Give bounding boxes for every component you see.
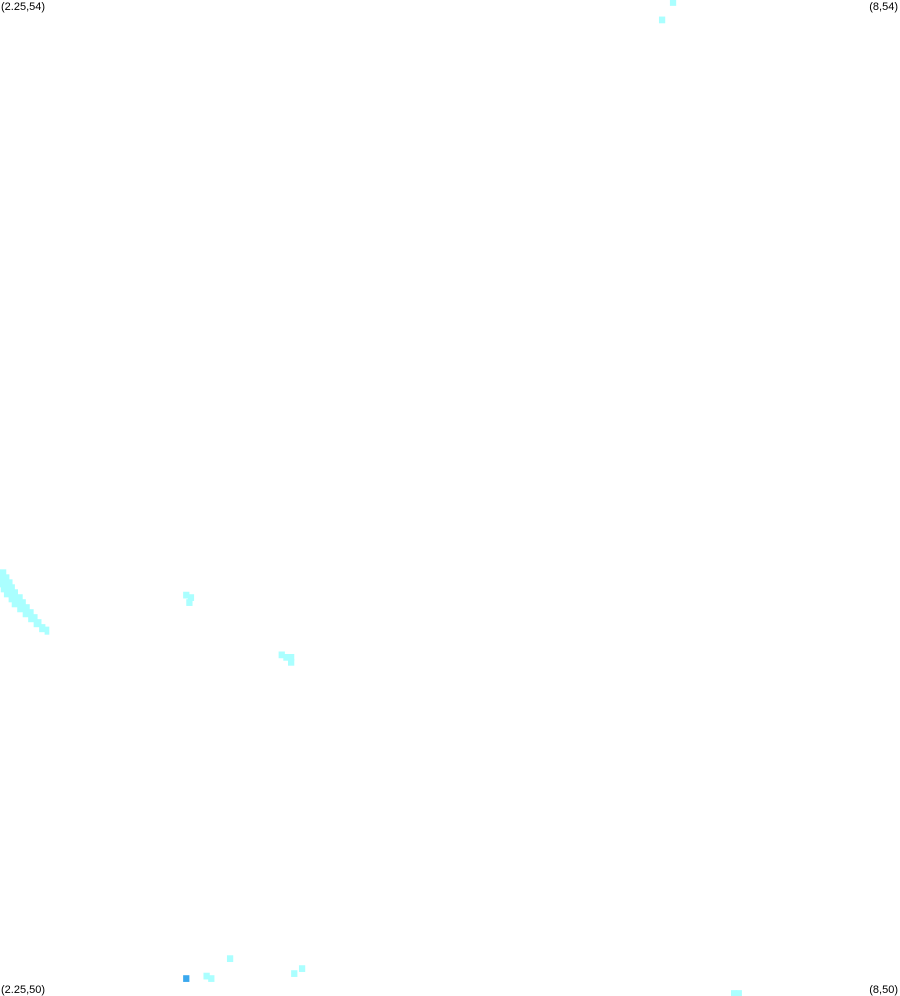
heatmap-band-cell-6 (11, 599, 26, 608)
heatmap-band-cell-1 (0, 574, 10, 583)
heatmap-band-cell-12 (44, 626, 50, 635)
heatmap-cell-3 (187, 594, 195, 601)
heatmap-band-cell-0 (0, 569, 7, 578)
heatmap-cell-1 (658, 16, 666, 24)
corner-label-top-left: (2.25,54) (1, 1, 46, 13)
heatmap-cell-6 (283, 653, 290, 661)
corner-label-bottom-left: (2.25,50) (1, 984, 46, 996)
heatmap-band-cell-11 (39, 624, 46, 633)
heatmap-band-cell-10 (33, 619, 42, 628)
heatmap-band-cell-4 (3, 589, 18, 598)
heatmap-band-cell-7 (17, 604, 30, 613)
heatmap-cell-4 (186, 599, 193, 606)
heatmap-band-cell-2 (0, 579, 13, 588)
heatmap-cell-7 (288, 653, 295, 661)
heatmap-cell-14 (183, 975, 190, 982)
heatmap-cell-11 (291, 970, 298, 977)
heatmap-cell-8 (288, 658, 295, 666)
heatmap-cell-2 (183, 591, 190, 599)
heatmap-cell-16 (735, 990, 742, 996)
heatmap-cell-10 (298, 965, 306, 972)
heatmap-cell-15 (730, 990, 738, 996)
heatmap-band-cell-3 (0, 584, 15, 593)
heatmap-cell-9 (226, 955, 234, 963)
heatmap-band-cell-8 (22, 609, 34, 618)
heatmap-cell-13 (208, 975, 215, 982)
heatmap-cell-5 (278, 651, 285, 659)
heatmap-band-cell-9 (28, 614, 38, 623)
corner-label-bottom-right: (8,50) (869, 984, 898, 996)
heatmap-cell-12 (203, 972, 210, 980)
heatmap-band-cell-5 (8, 594, 23, 603)
corner-label-top-right: (8,54) (869, 1, 898, 13)
heatmap-cell-0 (669, 0, 677, 6)
